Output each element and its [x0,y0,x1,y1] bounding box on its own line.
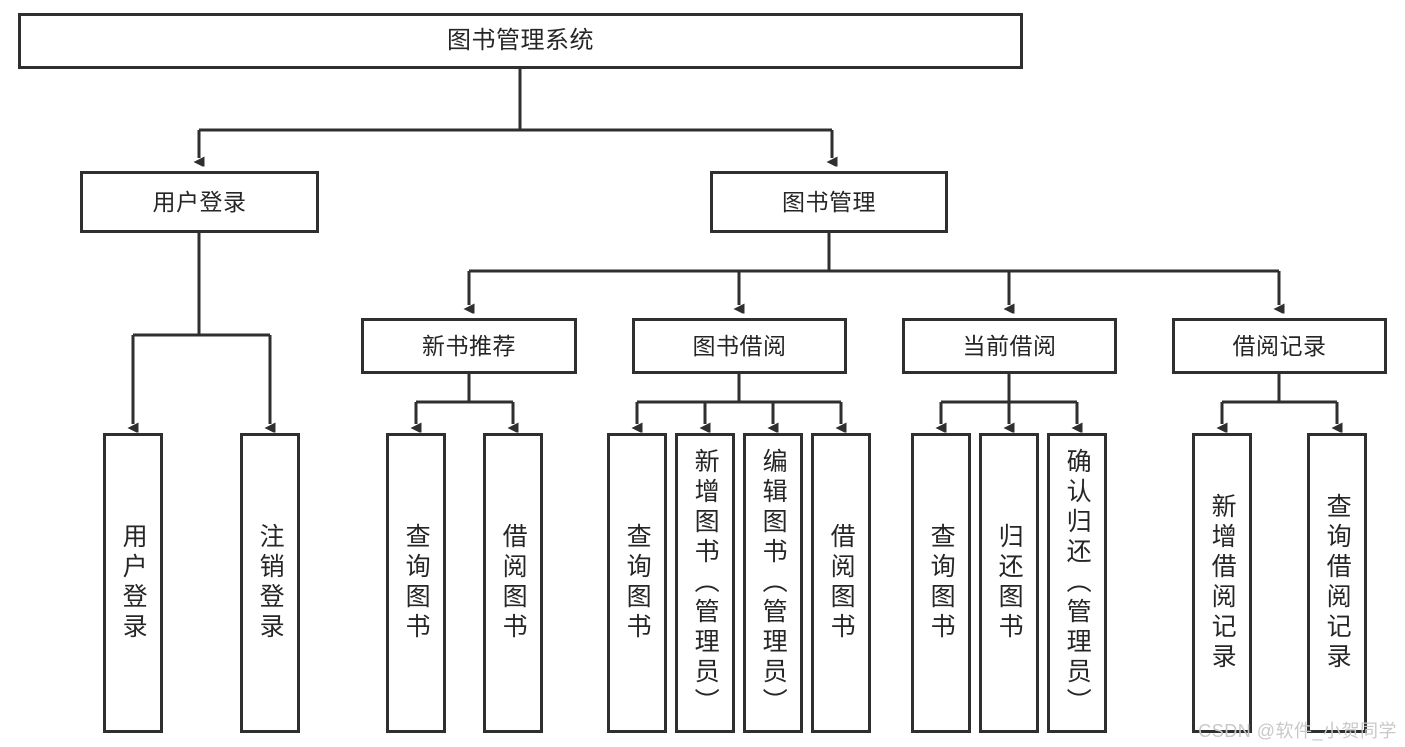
node-label: 确认归还（管理员） [1063,448,1092,718]
node-borrow-record[interactable]: 借阅记录 [1172,318,1387,374]
node-label: 当前借阅 [962,332,1057,359]
leaf-query-book-new-recommend[interactable]: 查询图书 [386,433,446,733]
node-label: 图书管理系统 [447,27,594,55]
leaf-edit-book[interactable]: 编辑图书（管理员） [743,433,803,733]
node-label: 查询借阅记录 [1323,493,1352,673]
node-new-book-recommend[interactable]: 新书推荐 [361,318,577,374]
node-label: 归还图书 [995,523,1024,643]
node-label: 用户登录 [119,523,148,643]
leaf-query-book-borrow[interactable]: 查询图书 [607,433,667,733]
csdn-watermark: CSDN @软件_小贺同学 [1198,721,1397,741]
node-book-borrow[interactable]: 图书借阅 [632,318,847,374]
node-label: 图书管理 [782,188,876,215]
leaf-add-book[interactable]: 新增图书（管理员） [675,433,735,733]
leaf-query-book-current[interactable]: 查询图书 [911,433,971,733]
node-label: 查询图书 [402,523,431,643]
leaf-confirm-return[interactable]: 确认归还（管理员） [1047,433,1107,733]
leaf-borrow-book-borrow[interactable]: 借阅图书 [811,433,871,733]
node-label: 借阅图书 [827,523,856,643]
leaf-logout-login[interactable]: 注销登录 [240,433,300,733]
leaf-borrow-book-new-recommend[interactable]: 借阅图书 [483,433,543,733]
leaf-return-book[interactable]: 归还图书 [979,433,1039,733]
leaf-query-borrow-record[interactable]: 查询借阅记录 [1307,433,1367,733]
node-label: 新增图书（管理员） [691,448,720,718]
node-label: 用户登录 [152,188,247,215]
node-user-login[interactable]: 用户登录 [80,171,319,233]
node-label: 查询图书 [927,523,956,643]
node-label: 图书借阅 [692,332,787,359]
node-label: 新增借阅记录 [1208,493,1237,673]
node-label: 查询图书 [623,523,652,643]
node-label: 借阅图书 [499,523,528,643]
node-label: 新书推荐 [422,332,516,359]
node-current-borrow[interactable]: 当前借阅 [902,318,1117,374]
node-label: 注销登录 [256,523,285,643]
leaf-user-login[interactable]: 用户登录 [103,433,163,733]
leaf-add-borrow-record[interactable]: 新增借阅记录 [1192,433,1252,733]
node-root-book-management-system[interactable]: 图书管理系统 [18,13,1023,69]
node-label: 借阅记录 [1232,332,1327,359]
node-label: 编辑图书（管理员） [759,448,788,718]
node-book-manage[interactable]: 图书管理 [710,171,948,233]
